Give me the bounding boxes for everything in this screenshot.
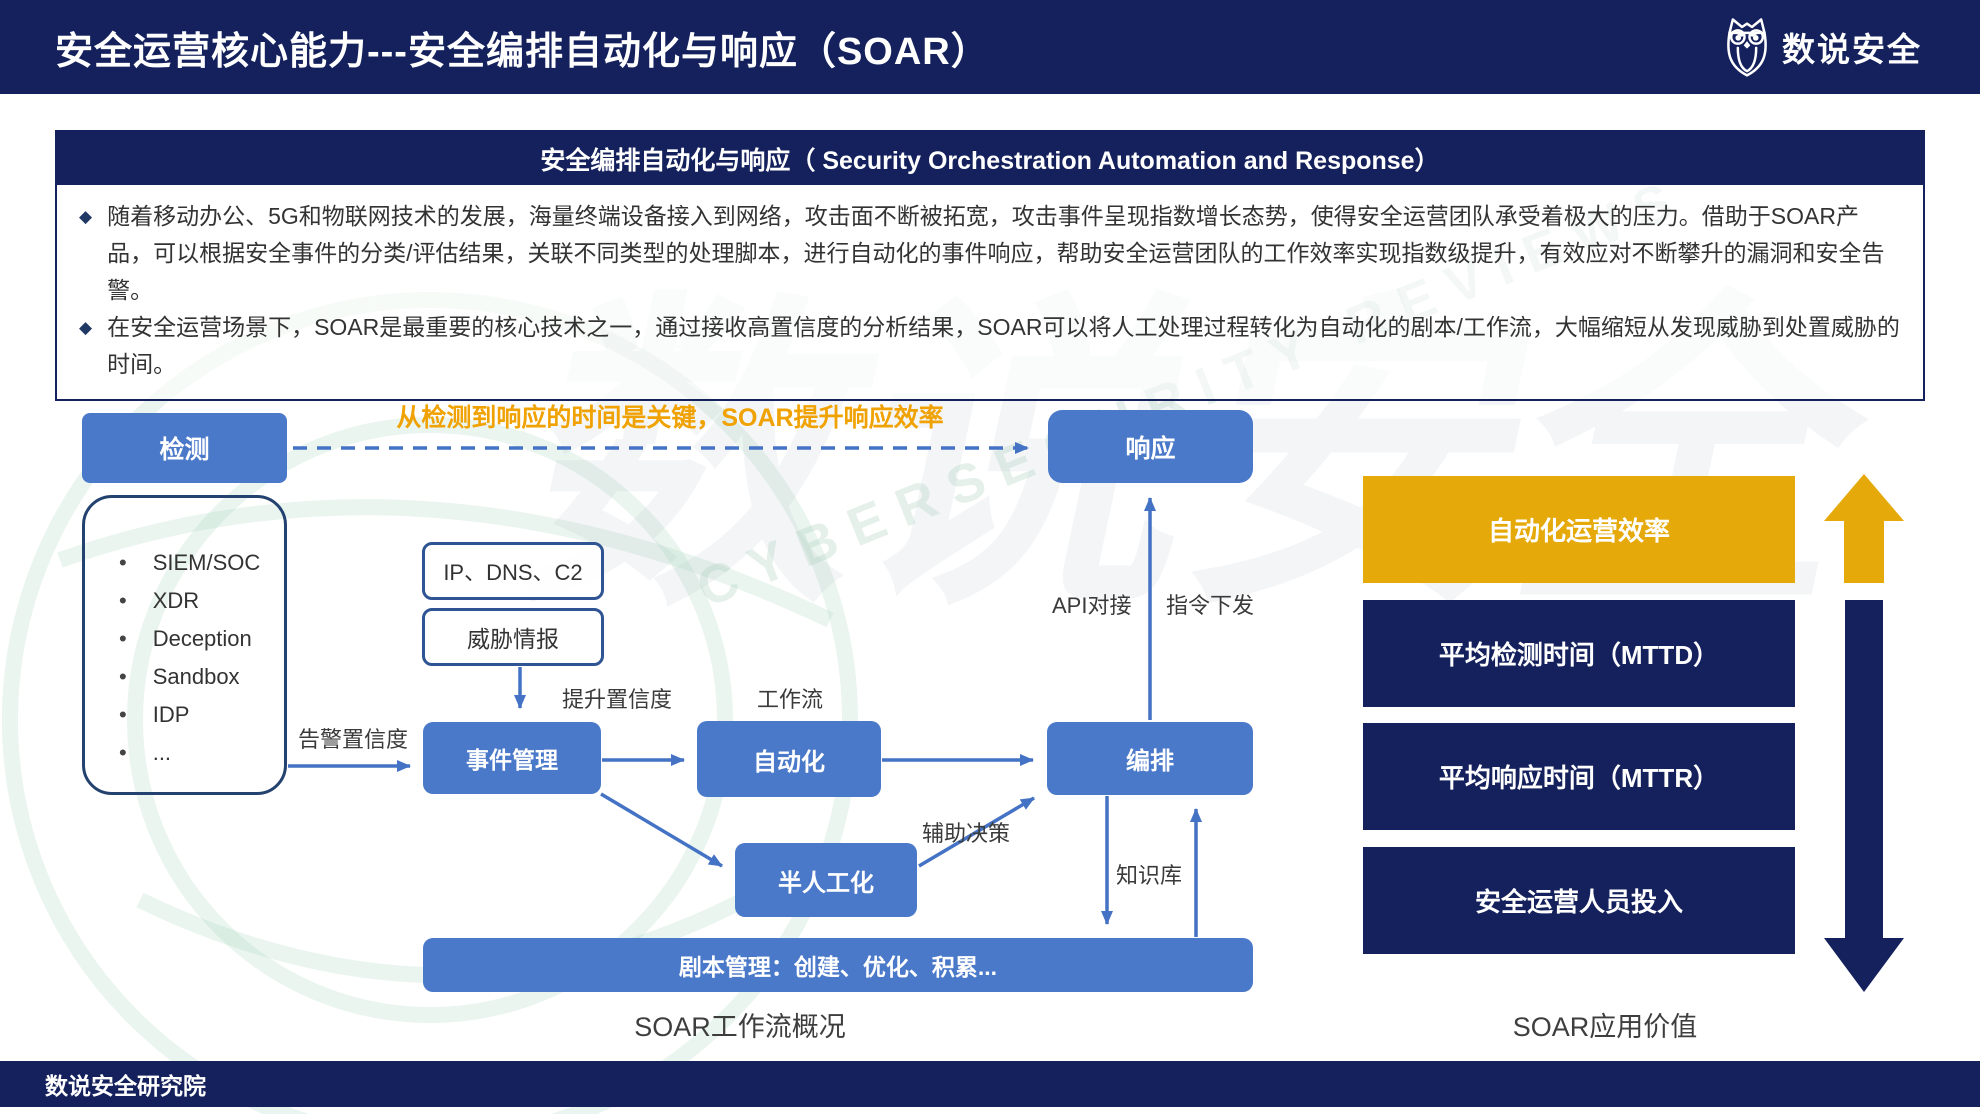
slide-header: 安全运营核心能力---安全编排自动化与响应（SOAR） 数	[0, 0, 1980, 94]
label-workflow: 工作流	[757, 687, 824, 712]
page-title: 安全运营核心能力---安全编排自动化与响应（SOAR）	[55, 30, 990, 73]
source-item-label: IDP	[152, 702, 190, 727]
workflow-caption: SOAR工作流概况	[634, 1012, 846, 1042]
value-bar-automation-efficiency: 自动化运营效率	[1363, 476, 1795, 583]
brand-logo: 数说安全	[1722, 16, 1922, 78]
logo-text: 数说安全	[1782, 31, 1922, 68]
footer-text: 数说安全研究院	[45, 1073, 206, 1099]
source-item-label: XDR	[152, 588, 200, 613]
dot-bullet-icon: •	[119, 588, 127, 613]
source-item: • SIEM/SOC	[119, 544, 284, 582]
source-item-label: SIEM/SOC	[152, 550, 261, 575]
node-orchestration: 编排	[1047, 722, 1253, 795]
down-trend-arrow-icon	[1824, 600, 1904, 992]
dot-bullet-icon: •	[119, 740, 127, 765]
intro-bullet-2-text: 在安全运营场景下，SOAR是最重要的核心技术之一，通过接收高置信度的分析结果，S…	[107, 314, 1900, 377]
intro-box-title: 安全编排自动化与响应（ Security Orchestration Autom…	[57, 132, 1923, 185]
label-raise-confidence: 提升置信度	[562, 687, 673, 712]
dot-bullet-icon: •	[119, 702, 127, 727]
node-playbook-management: 剧本管理：创建、优化、积累...	[423, 938, 1253, 992]
value-bar-staff-investment: 安全运营人员投入	[1363, 847, 1795, 954]
source-item: •...	[119, 734, 284, 772]
value-panel-caption: SOAR应用价值	[1512, 1012, 1698, 1042]
intro-box-body: ◆ 随着移动办公、5G和物联网技术的发展，海量终端设备接入到网络，攻击面不断被拓…	[57, 185, 1923, 399]
source-item-label: Sandbox	[152, 664, 240, 689]
intro-bullet-2: ◆ 在安全运营场景下，SOAR是最重要的核心技术之一，通过接收高置信度的分析结果…	[65, 309, 1901, 383]
up-trend-arrow-icon	[1824, 474, 1904, 583]
dot-bullet-icon: •	[119, 550, 127, 575]
soar-note-label: 从检测到响应的时间是关键，SOAR提升响应效率	[396, 404, 944, 432]
diamond-bullet-icon: ◆	[79, 207, 93, 226]
soar-intro-box: 安全编排自动化与响应（ Security Orchestration Autom…	[55, 130, 1925, 401]
dot-bullet-icon: •	[119, 664, 127, 689]
detection-sources-box: •SIEM/SOC •XDR •Deception •Sandbox •IDP …	[82, 495, 287, 795]
node-detect: 检测	[82, 413, 287, 483]
slide-footer: 数说安全研究院	[0, 1061, 1980, 1107]
source-item: • XDR	[119, 582, 284, 620]
node-incident-management: 事件管理	[423, 722, 601, 794]
owl-logo-icon	[1727, 18, 1767, 77]
diamond-bullet-icon: ◆	[79, 318, 93, 337]
label-alert-confidence: 告警置信度	[298, 727, 409, 752]
intro-bullet-1-text: 随着移动办公、5G和物联网技术的发展，海量终端设备接入到网络，攻击面不断被拓宽，…	[107, 203, 1885, 303]
label-assist-decision: 辅助决策	[922, 821, 1011, 846]
value-bar-mttd: 平均检测时间（MTTD）	[1363, 600, 1795, 707]
node-threat-intel: 威胁情报	[422, 608, 604, 666]
label-dispatch: 指令下发	[1166, 593, 1255, 618]
node-ip-dns-c2: IP、DNS、C2	[422, 542, 604, 600]
node-semi-manual: 半人工化	[735, 843, 917, 917]
source-item-label: ...	[152, 740, 172, 765]
intro-bullet-1: ◆ 随着移动办公、5G和物联网技术的发展，海量终端设备接入到网络，攻击面不断被拓…	[65, 198, 1901, 309]
source-item: • Sandbox	[119, 658, 284, 696]
node-automation: 自动化	[697, 721, 881, 797]
source-item: • IDP	[119, 696, 284, 734]
node-respond: 响应	[1048, 410, 1253, 483]
value-bar-mttr: 平均响应时间（MTTR）	[1363, 723, 1795, 830]
label-api: API对接	[1052, 593, 1132, 618]
label-knowledge-base: 知识库	[1116, 863, 1183, 888]
arrow-incident-to-semimanual	[600, 792, 723, 868]
source-item: • Deception	[119, 620, 284, 658]
dot-bullet-icon: •	[119, 626, 127, 651]
source-item-label: Deception	[152, 626, 252, 651]
